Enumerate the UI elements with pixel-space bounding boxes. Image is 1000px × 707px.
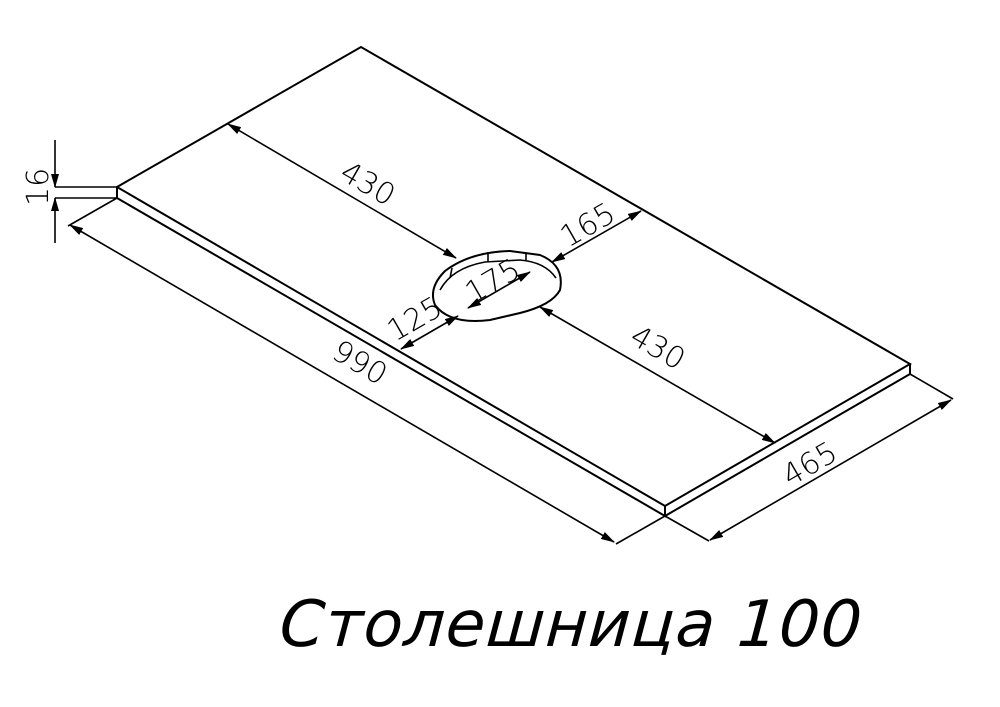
dim-thickness: 16	[21, 140, 117, 243]
dim-thickness-label: 16	[21, 168, 56, 206]
dim-front-to-hole: 125	[382, 290, 459, 350]
right-edge	[664, 364, 911, 517]
dim-right-to-hole-label: 430	[624, 319, 691, 378]
sink-hole	[432, 249, 562, 322]
dim-depth: 465	[664, 373, 954, 542]
dim-right-to-hole: 430	[539, 306, 776, 444]
drawing-title: Столешница 100	[277, 588, 866, 662]
dim-back-to-hole: 165	[551, 196, 642, 263]
dim-left-to-hole: 430	[227, 123, 457, 259]
dim-depth-label: 465	[777, 435, 844, 494]
dim-back-to-hole-label: 165	[555, 196, 622, 255]
dim-left-to-hole-label: 430	[334, 155, 401, 214]
